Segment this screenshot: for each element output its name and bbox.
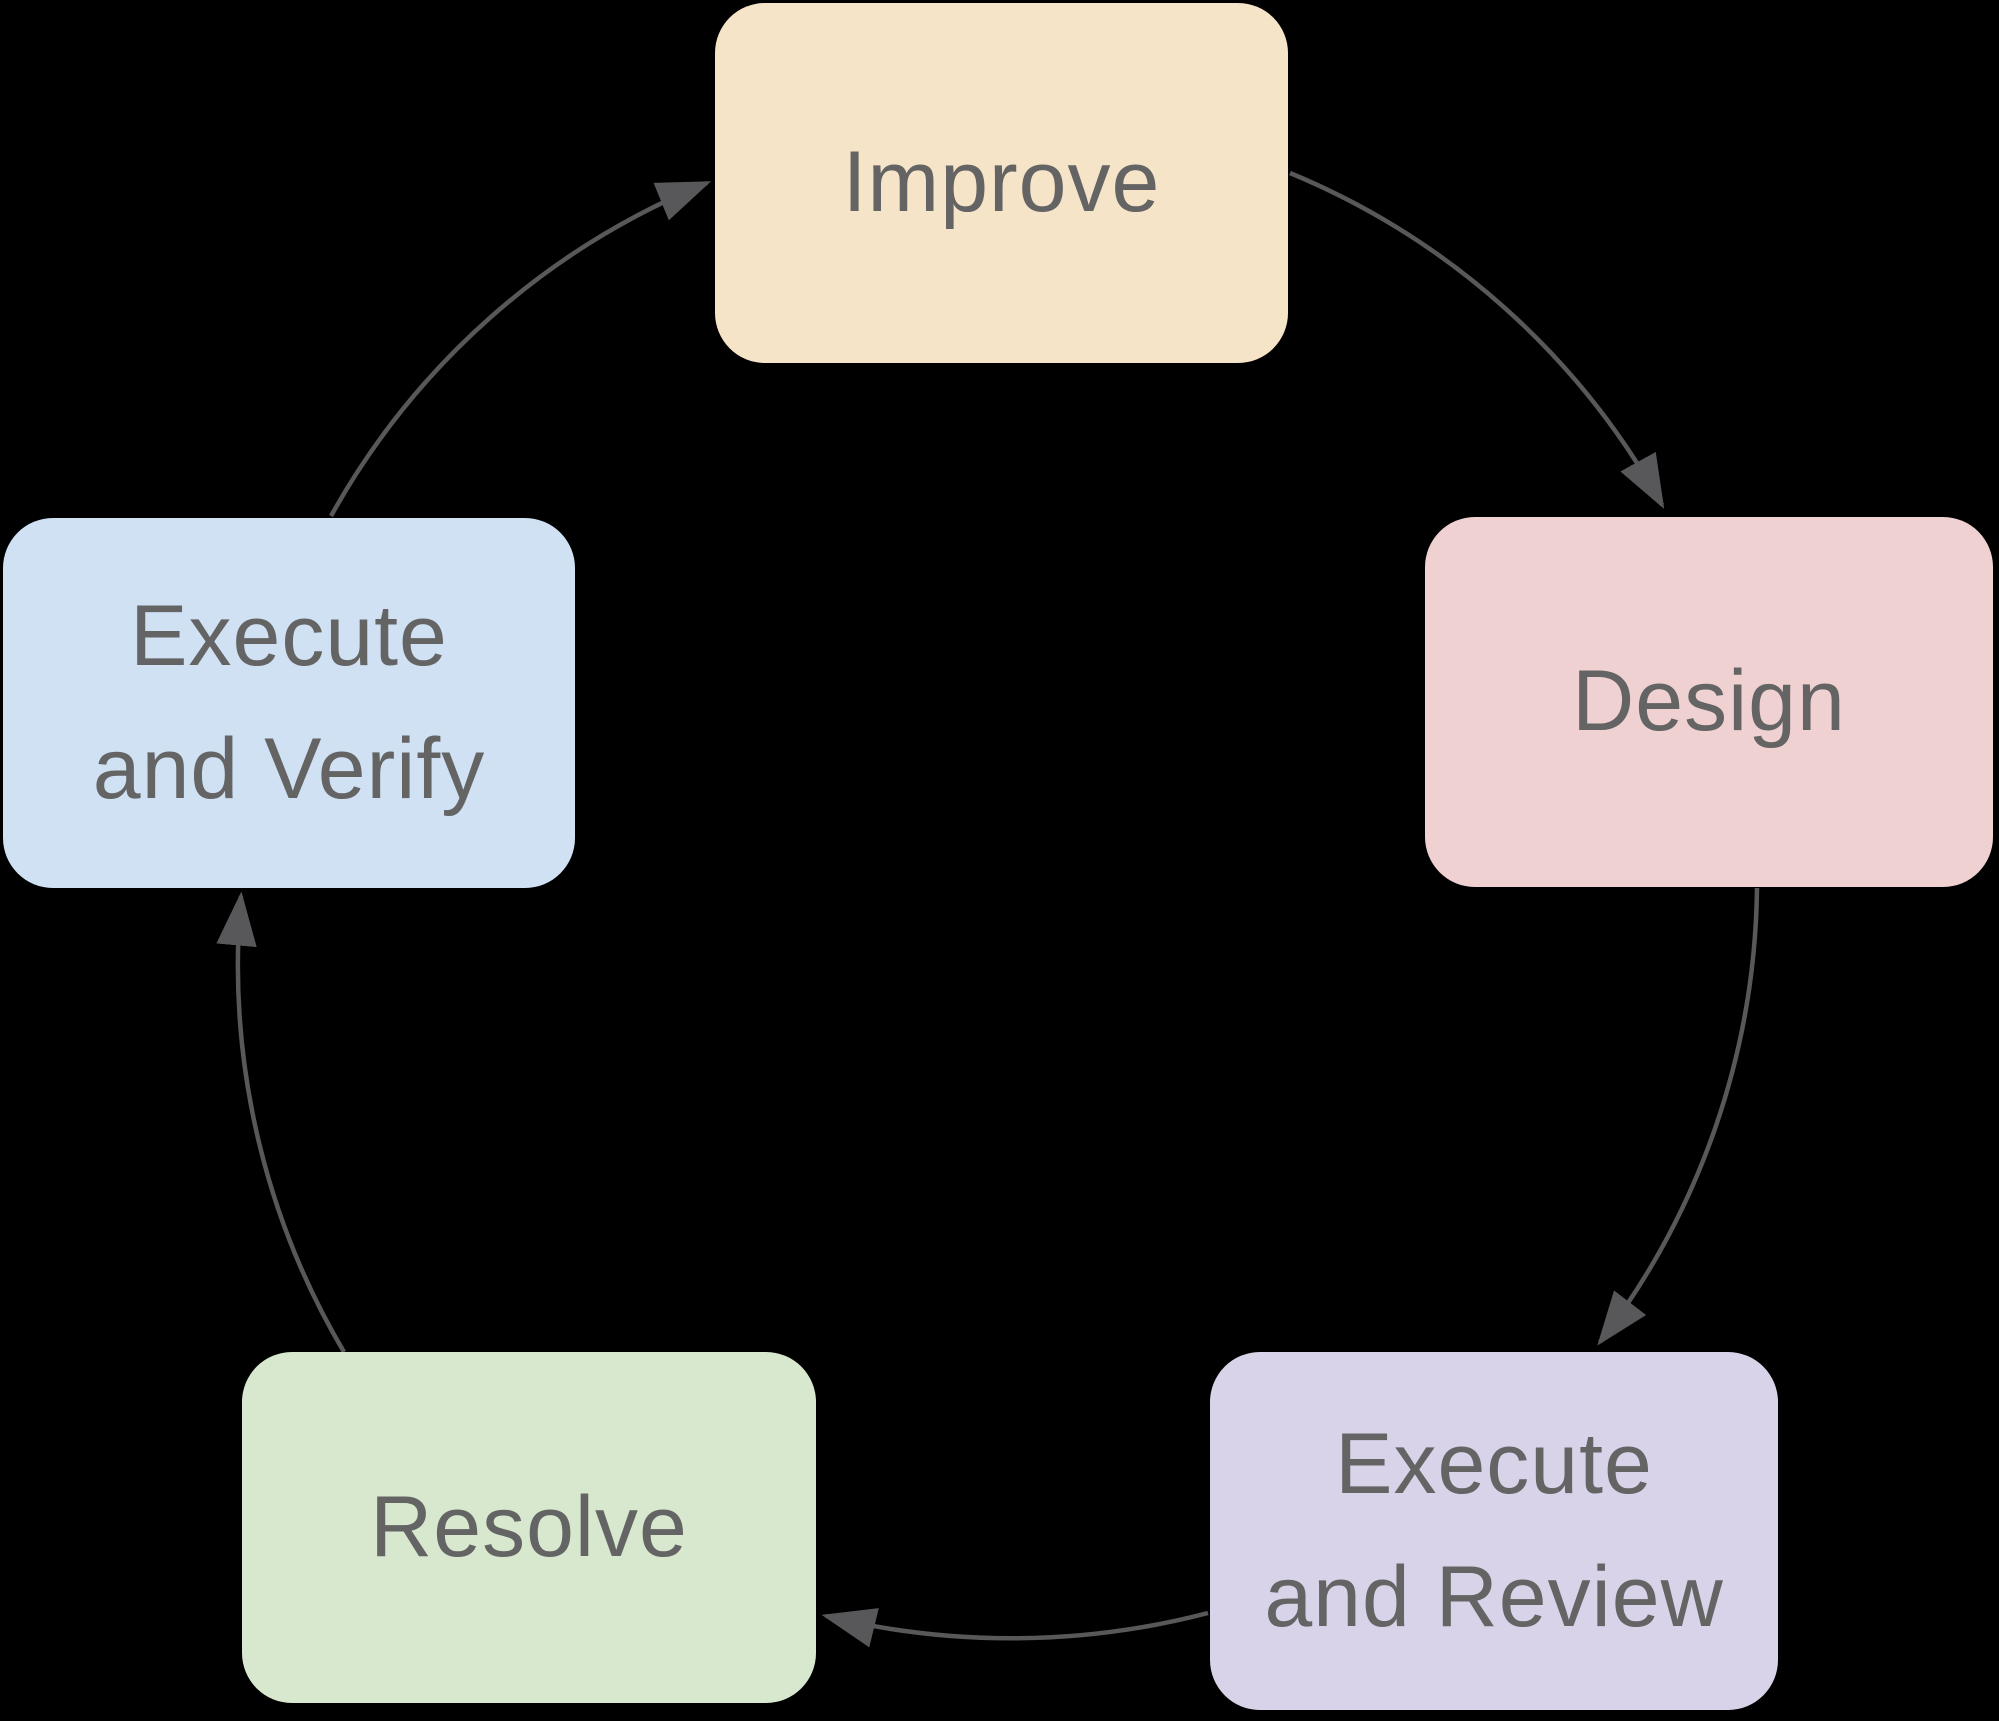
edge-execute-verify-to-improve — [329, 180, 712, 518]
node-execute-and-review: Execute and Review — [1210, 1352, 1778, 1710]
node-improve: Improve — [715, 3, 1288, 363]
node-design: Design — [1425, 517, 1993, 887]
edge-design-to-execute-review — [1597, 887, 1760, 1346]
node-resolve: Resolve — [242, 1352, 816, 1703]
node-design-label: Design — [1572, 653, 1846, 750]
node-resolve-label: Resolve — [370, 1478, 688, 1575]
node-improve-label: Improve — [842, 134, 1161, 231]
node-execute-and-review-label: Execute and Review — [1264, 1415, 1724, 1645]
node-execute-and-verify-label: Execute and Verify — [92, 587, 486, 817]
edge-execute-review-to-resolve — [821, 1608, 1209, 1648]
edge-resolve-to-execute-verify — [216, 891, 346, 1354]
edge-improve-to-design — [1289, 170, 1665, 509]
node-execute-and-verify: Execute and Verify — [3, 518, 575, 888]
